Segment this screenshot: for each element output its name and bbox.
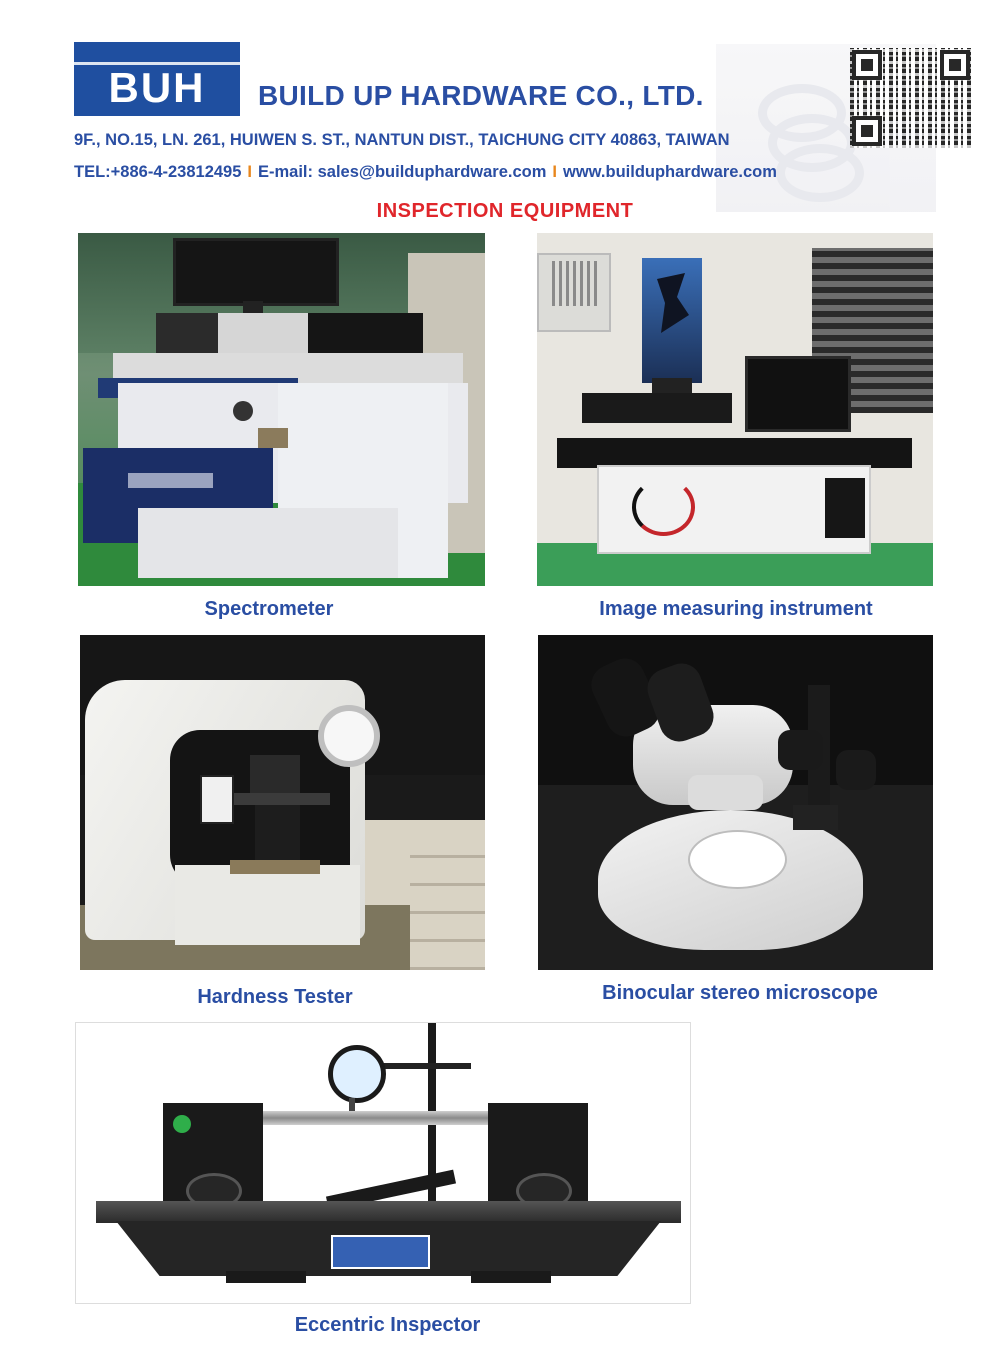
website-link[interactable]: www.builduphardware.com <box>563 163 777 181</box>
separator: I <box>552 163 558 181</box>
eccentric-inspector-caption: Eccentric Inspector <box>294 1314 481 1336</box>
spectrometer-caption: Spectrometer <box>204 598 334 620</box>
company-logo: BUH <box>74 42 240 116</box>
binocular-stereo-microscope-photo <box>538 635 933 970</box>
image-measuring-instrument-photo <box>537 233 933 586</box>
spectrometer-photo <box>78 233 485 586</box>
image-measuring-instrument-caption: Image measuring instrument <box>599 598 873 620</box>
company-address: 9F., NO.15, LN. 261, HUIWEN S. ST., NANT… <box>74 131 730 149</box>
binocular-stereo-microscope-caption: Binocular stereo microscope <box>602 982 878 1004</box>
section-title: INSPECTION EQUIPMENT <box>376 200 634 222</box>
hardness-tester-caption: Hardness Tester <box>197 986 353 1008</box>
telephone: TEL:+886-4-23812495 <box>74 163 242 181</box>
contact-line: TEL:+886-4-23812495 I E-mail: sales@buildu… <box>74 163 777 182</box>
email: E-mail: sales@builduphardware.com <box>258 163 547 181</box>
qr-code-icon <box>850 48 972 148</box>
logo-stripe <box>74 62 240 65</box>
separator: I <box>247 163 252 181</box>
logo-text: BUH <box>108 64 206 111</box>
company-name: BUILD UP HARDWARE CO., LTD. <box>258 80 704 111</box>
hardness-tester-photo <box>80 635 485 970</box>
eccentric-inspector-photo <box>75 1022 691 1304</box>
